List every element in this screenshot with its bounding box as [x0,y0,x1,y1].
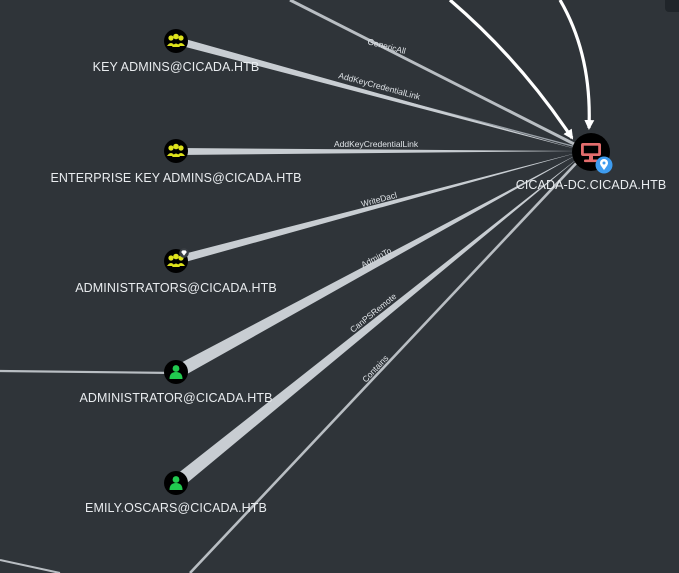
edge-can-ps-remote[interactable] [172,155,582,488]
highlight-edge-2[interactable] [558,0,595,130]
panel-corner-tab[interactable] [665,0,679,12]
node-label-key-admins: KEY ADMINS@CICADA.HTB [92,60,260,74]
node-administrator[interactable] [164,360,188,384]
computer-icon [581,143,601,163]
gem-icon [179,248,189,258]
node-label-emily-oscars: EMILY.OSCARS@CICADA.HTB [85,501,267,515]
node-enterprise-key-admins[interactable] [164,139,188,163]
edge-label-generic-all: GenericAll [366,36,407,56]
edge-contains[interactable] [189,155,584,573]
highlight-edge-1[interactable] [448,0,574,140]
edge-add-key-credential-link-2[interactable] [178,148,580,155]
group-icon [167,143,185,157]
edge-label-add-key-credential-link-2: AddKeyCredentialLink [334,139,419,149]
group-icon [167,33,185,47]
node-label-administrators: ADMINISTRATORS@CICADA.HTB [75,281,277,295]
user-icon [169,476,183,490]
edge-offscreen-top[interactable] [289,0,583,150]
location-pin-icon [595,156,613,174]
node-emily-oscars[interactable] [164,471,188,495]
node-administrators[interactable] [164,248,189,273]
edge-offscreen-left[interactable] [0,369,177,375]
node-label-cicada-dc: CICADA-DC.CICADA.HTB [515,178,667,192]
edge-admin-to[interactable] [173,153,580,378]
edge-add-key-credential-link-1[interactable] [178,37,580,150]
group-icon [167,253,185,267]
user-icon [169,365,183,379]
node-key-admins[interactable] [164,29,188,53]
node-label-enterprise-key-admins: ENTERPRISE KEY ADMINS@CICADA.HTB [50,171,302,185]
edge-offscreen-bottom[interactable] [0,559,61,573]
edge-write-dacl[interactable] [176,152,580,264]
node-label-administrator: ADMINISTRATOR@CICADA.HTB [79,391,273,405]
edge-label-contains: Contains [360,353,390,384]
node-cicada-dc[interactable] [572,133,613,174]
